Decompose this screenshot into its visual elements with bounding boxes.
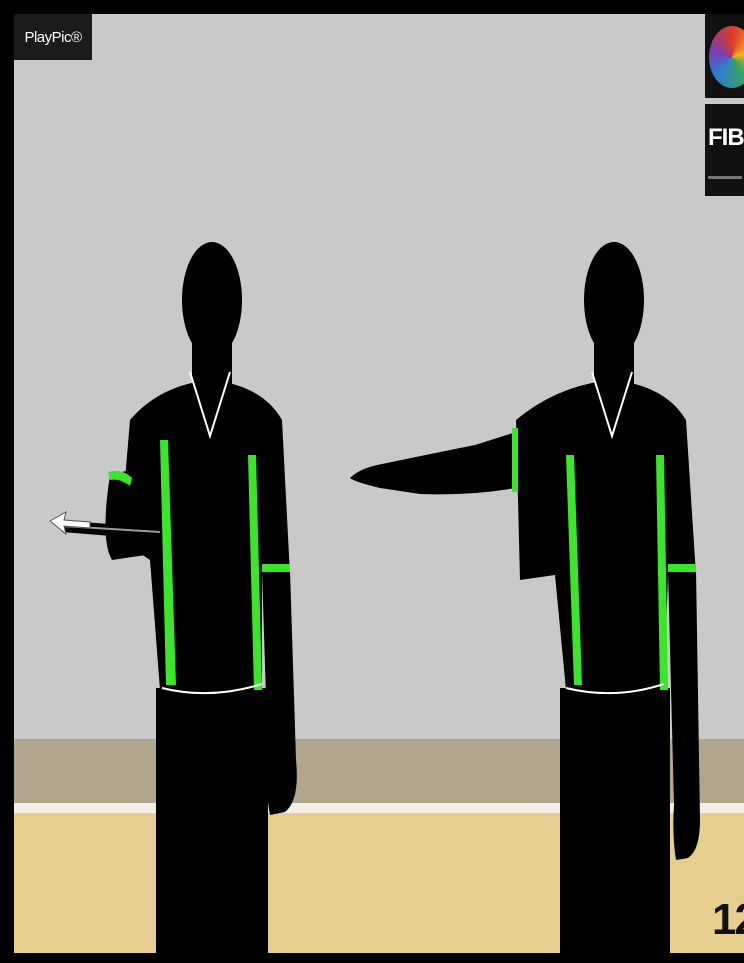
- page-number: 12: [712, 895, 744, 945]
- brand-label: PlayPic®: [14, 14, 92, 60]
- fiba-logo: [705, 14, 744, 98]
- fiba-text: FIBA: [708, 124, 744, 152]
- fiba-ball-icon: [709, 26, 744, 88]
- fiba-wordmark: FIBA: [705, 104, 744, 196]
- fiba-subtext-bar: [708, 176, 742, 179]
